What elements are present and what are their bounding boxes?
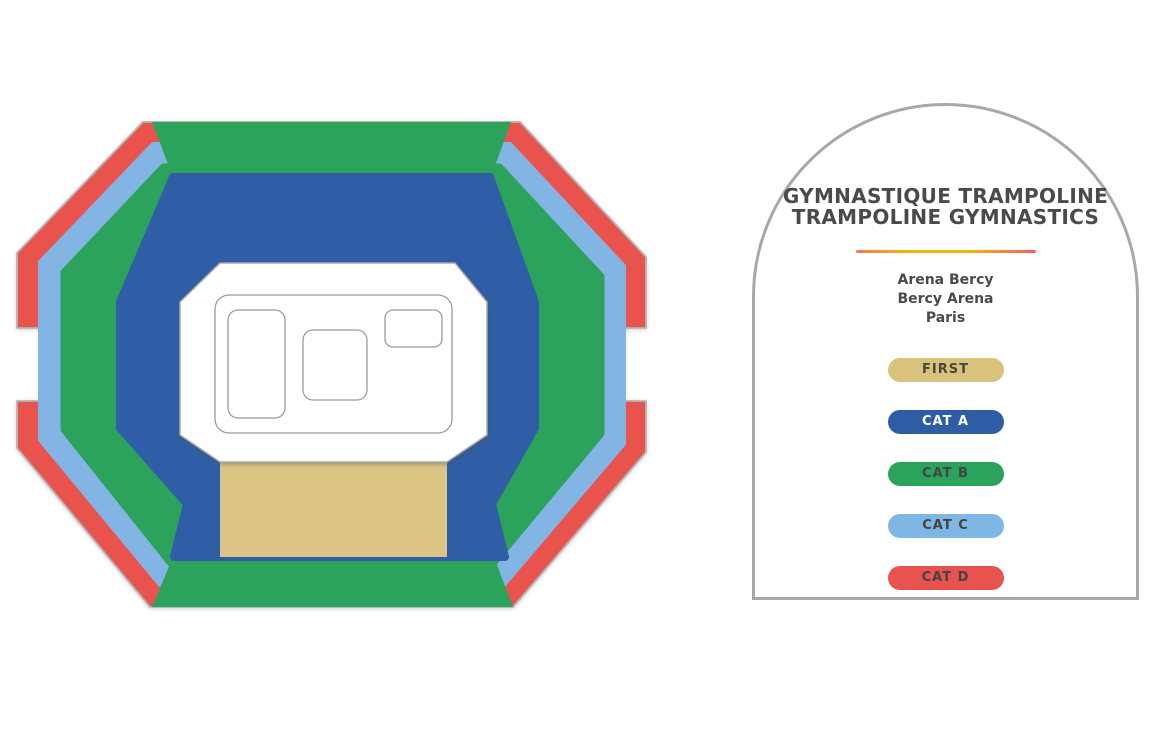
event-title-line1: GYMNASTIQUE TRAMPOLINE xyxy=(782,184,1109,208)
field-rect-center xyxy=(302,329,368,401)
legend-badge-cat-b: CAT B xyxy=(887,462,1004,486)
field-rect-top-right xyxy=(384,309,443,348)
field-rect-left xyxy=(227,309,286,419)
venue-name: Arena Bercy Bercy Arena Paris xyxy=(755,271,1136,328)
event-title: GYMNASTIQUE TRAMPOLINE TRAMPOLINE GYMNAS… xyxy=(755,186,1136,228)
venue-city: Paris xyxy=(925,310,966,326)
category-legend: FIRST CAT A CAT B CAT C CAT D xyxy=(755,358,1136,590)
venue-name-line1: Arena Bercy xyxy=(897,272,994,288)
title-divider xyxy=(855,250,1036,253)
legend-badge-cat-a: CAT A xyxy=(887,410,1004,434)
legend-badge-cat-d: CAT D xyxy=(887,566,1004,590)
arena-seat-map xyxy=(16,121,647,608)
venue-name-line2: Bercy Arena xyxy=(897,291,994,307)
legend-badge-cat-c: CAT C xyxy=(887,514,1004,538)
legend-badge-first: FIRST xyxy=(887,358,1004,382)
legend-panel: GYMNASTIQUE TRAMPOLINE TRAMPOLINE GYMNAS… xyxy=(752,103,1139,600)
zone-cat-b-top-section xyxy=(152,122,511,177)
zone-cat-b-bottom-section xyxy=(152,557,513,607)
zone-first-block xyxy=(220,462,447,557)
event-title-line2: TRAMPOLINE GYMNASTICS xyxy=(791,205,1100,229)
